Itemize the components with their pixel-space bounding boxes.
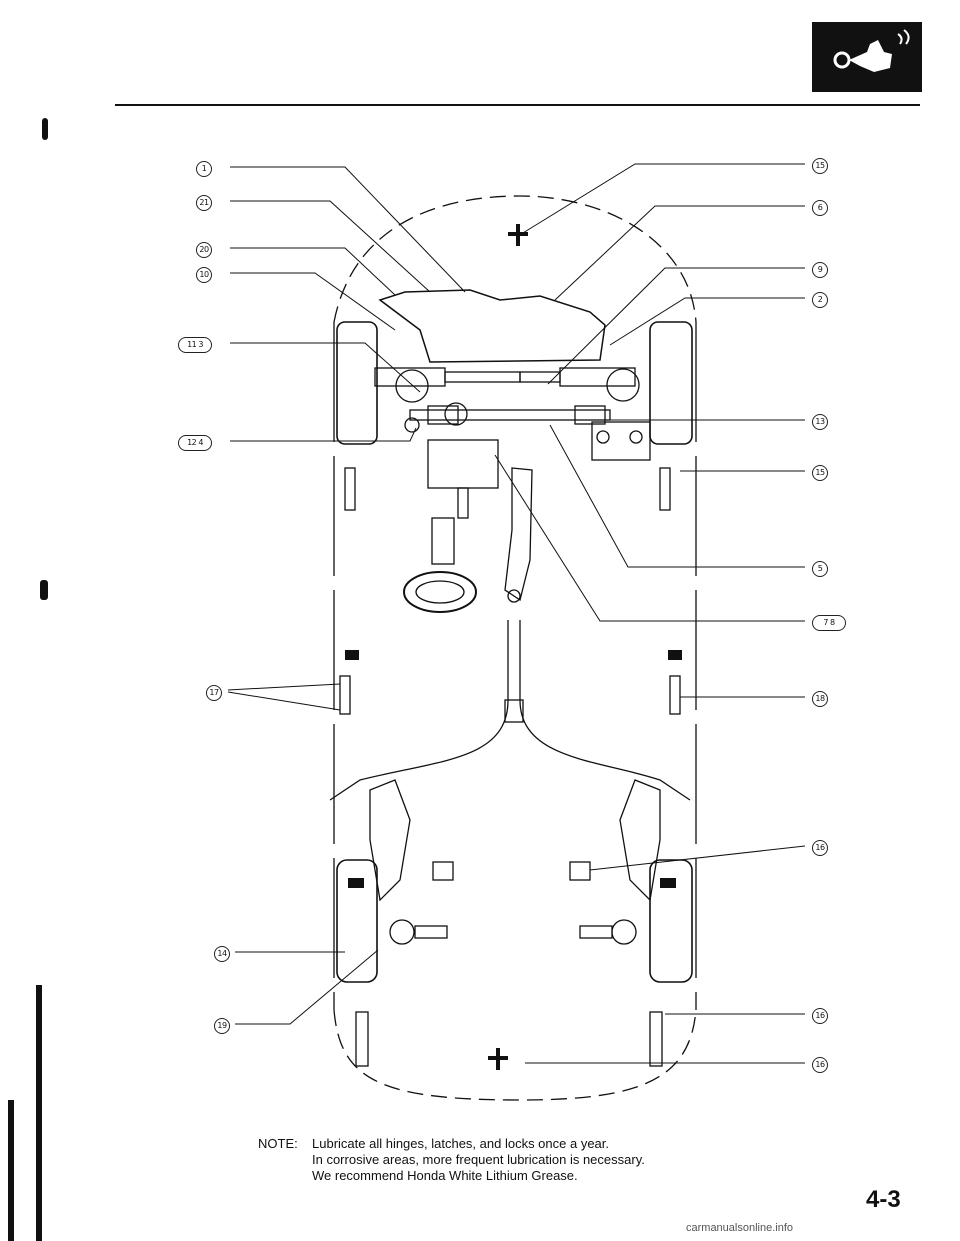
callout-1: 1 [196, 159, 216, 177]
callout-11-3: 11 3 [178, 335, 216, 353]
callout-6: 6 [812, 198, 832, 216]
note-line-1: Lubricate all hinges, latches, and locks… [312, 1136, 610, 1151]
callout-9: 9 [812, 260, 832, 278]
callout-7-8: 7 8 [812, 613, 850, 631]
header-rule [115, 104, 920, 106]
callout-19: 19 [214, 1016, 234, 1034]
note-label: NOTE: [258, 1136, 298, 1151]
callout-16-a: 16 [812, 838, 832, 856]
callout-18: 18 [812, 689, 832, 707]
callout-16-b: 16 [812, 1006, 832, 1024]
margin-mark [8, 1100, 14, 1241]
callout-10: 10 [196, 265, 216, 283]
callout-12-4: 12 4 [178, 433, 216, 451]
callout-13: 13 [812, 412, 832, 430]
callout-15-mid: 15 [812, 463, 832, 481]
page-number: 4-3 [866, 1186, 901, 1213]
callout-17: 17 [206, 683, 226, 701]
callout-21: 21 [196, 193, 216, 211]
margin-mark [42, 118, 48, 140]
callout-14: 14 [214, 944, 234, 962]
note-line-3: We recommend Honda White Lithium Grease. [312, 1168, 578, 1183]
callout-15-top: 15 [812, 156, 832, 174]
callout-5: 5 [812, 559, 832, 577]
margin-mark [40, 580, 48, 600]
callout-20: 20 [196, 240, 216, 258]
lubrication-point-icon [345, 224, 682, 1070]
callout-2: 2 [812, 290, 832, 308]
grease-gun-logo-icon [812, 22, 922, 92]
note-line-2: In corrosive areas, more frequent lubric… [312, 1152, 645, 1167]
callout-16-c: 16 [812, 1055, 832, 1073]
watermark: carmanualsonline.info [686, 1222, 794, 1234]
margin-mark [36, 985, 42, 1241]
